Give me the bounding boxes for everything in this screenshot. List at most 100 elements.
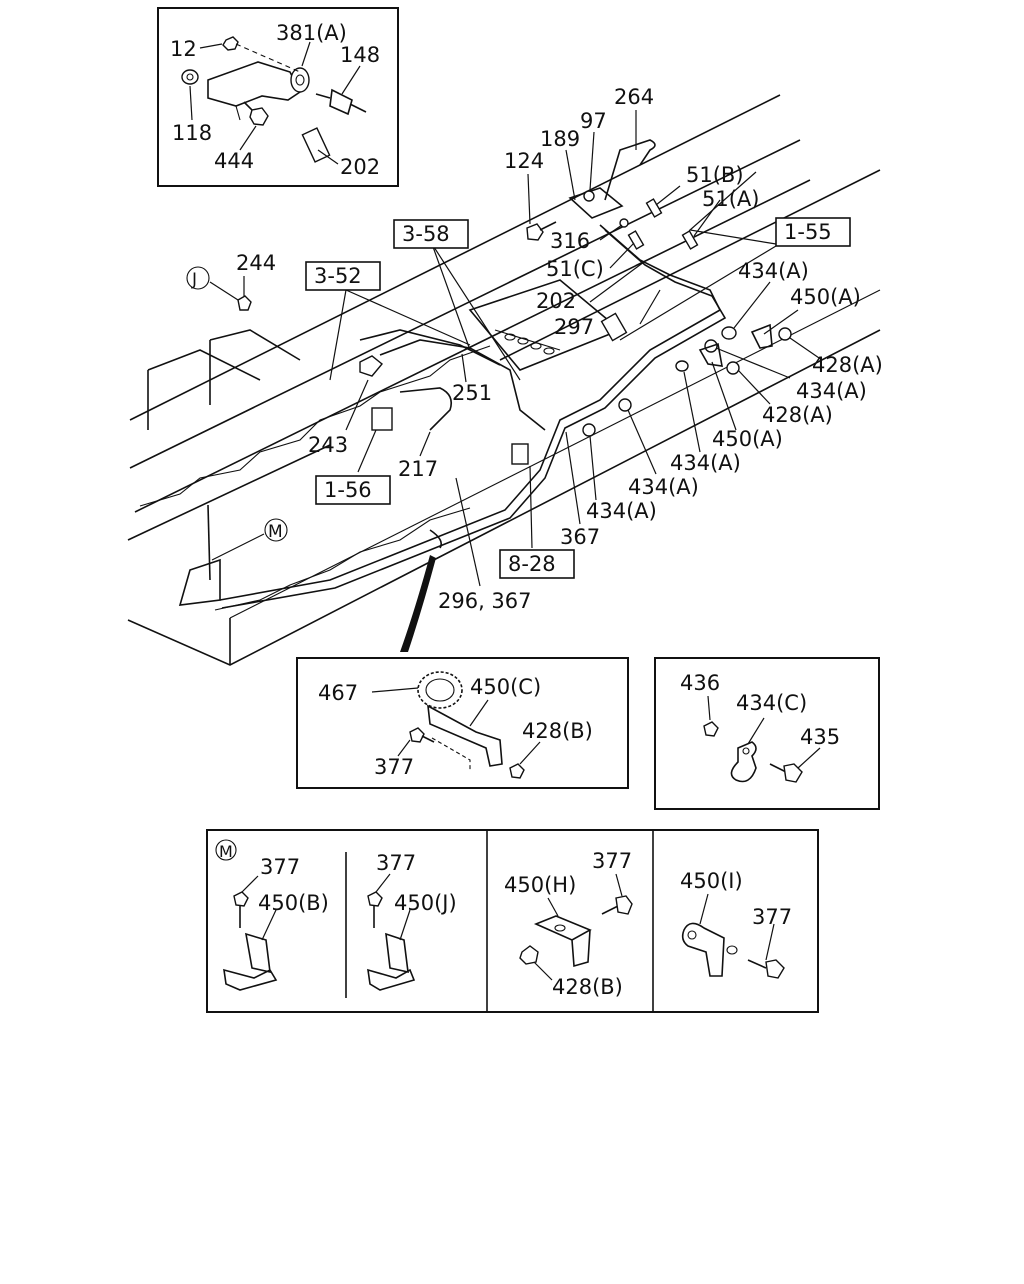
main-pipe-parallel [221, 229, 727, 609]
leader [317, 149, 339, 165]
leader [609, 242, 635, 269]
leader [619, 245, 777, 341]
circle-mark-label: M [219, 842, 233, 861]
leader [533, 961, 553, 981]
leader [737, 369, 771, 405]
leader [211, 533, 265, 561]
circle-mark [264, 518, 288, 542]
band-467 [417, 671, 463, 709]
circle-marks: J M [186, 266, 288, 542]
rear-rail-bottom [127, 329, 881, 666]
clip-hole [742, 747, 750, 755]
part-label: 217 [398, 457, 438, 481]
bolt-shank [769, 763, 787, 773]
nut-428A [778, 327, 792, 341]
leader [699, 893, 709, 925]
part-label: 450(A) [712, 427, 783, 451]
bolt-377 [409, 727, 425, 743]
leader [547, 897, 559, 917]
leader [529, 465, 533, 549]
pipe-251 [379, 339, 546, 431]
rail-mid-edge [129, 139, 801, 469]
part-label: 450(B) [258, 891, 329, 915]
leader [763, 309, 799, 335]
part-label: 367 [560, 525, 600, 549]
bracket-450J [367, 932, 416, 991]
bolt-124 [526, 223, 544, 241]
bracket-tab [235, 105, 241, 121]
leader [345, 379, 369, 431]
part-label: 51(B) [686, 163, 744, 187]
brake-pipes [207, 139, 727, 609]
pipe-217 [399, 387, 453, 431]
leader [639, 289, 661, 325]
bolt-377 [765, 959, 785, 979]
circle-mark-label: M [268, 522, 283, 542]
ref-box [775, 217, 851, 247]
part-label: 434(A) [628, 475, 699, 499]
leader [199, 43, 223, 49]
leader [615, 873, 623, 897]
leader [565, 149, 576, 201]
part-label: 450(I) [680, 869, 743, 893]
clip-434A [675, 360, 689, 372]
leader [329, 289, 471, 381]
inset-frame [206, 829, 819, 1013]
leader [711, 361, 737, 431]
leader [455, 477, 481, 587]
leader [565, 431, 581, 525]
leader [733, 281, 771, 329]
part-label: 434(A) [738, 259, 809, 283]
cross-member [147, 329, 301, 430]
main-pipe [219, 224, 722, 601]
rail-top-edge [129, 94, 781, 421]
leader [589, 131, 595, 191]
part-label: 434(A) [796, 379, 867, 403]
part-label: 148 [340, 43, 380, 67]
ref-box [315, 475, 391, 505]
bracket-hole [726, 945, 738, 955]
bolt-377 [615, 895, 633, 915]
ref-label: 3-58 [402, 222, 450, 246]
inset-bracket-assembly: 12 381(A) 148 118 444 202 [157, 7, 399, 187]
part-label: 434(A) [586, 499, 657, 523]
main-parts [178, 187, 792, 606]
leader [261, 909, 277, 941]
leader [301, 41, 311, 67]
part-label: 428(B) [522, 719, 593, 743]
hose-297 [600, 312, 628, 342]
leader [239, 125, 257, 151]
bracket-450A [698, 342, 723, 367]
bracket-450I [681, 922, 725, 977]
part-label: 428(A) [762, 403, 833, 427]
bush-hole [295, 74, 305, 86]
leader [527, 173, 531, 225]
detail-arrow [400, 555, 436, 652]
clip-434A [582, 423, 596, 437]
part-label: 377 [376, 851, 416, 875]
bracket-189 [568, 187, 624, 219]
bracket-450C [427, 704, 503, 767]
leader [765, 923, 775, 961]
part-label: 450(C) [470, 675, 541, 699]
bracket-shape [207, 61, 302, 107]
ref-box [499, 549, 575, 579]
part-label: 434(A) [670, 451, 741, 475]
leader [371, 687, 419, 693]
inset-clip: 436 434(C) 435 [654, 657, 880, 810]
band-inner [425, 678, 455, 702]
part-label: 243 [308, 433, 348, 457]
ref-label: 3-52 [314, 264, 362, 288]
main-leaders [209, 110, 823, 652]
nut-428B [519, 945, 539, 965]
union-51C [627, 230, 645, 250]
pipe-down [207, 504, 211, 581]
joint-243 [359, 355, 383, 377]
inset-clamp: 467 450(C) 428(B) 377 [296, 657, 629, 789]
nut-244 [237, 295, 252, 311]
leader [715, 347, 791, 379]
union-51B [645, 198, 663, 218]
tee-fitting [315, 88, 367, 116]
